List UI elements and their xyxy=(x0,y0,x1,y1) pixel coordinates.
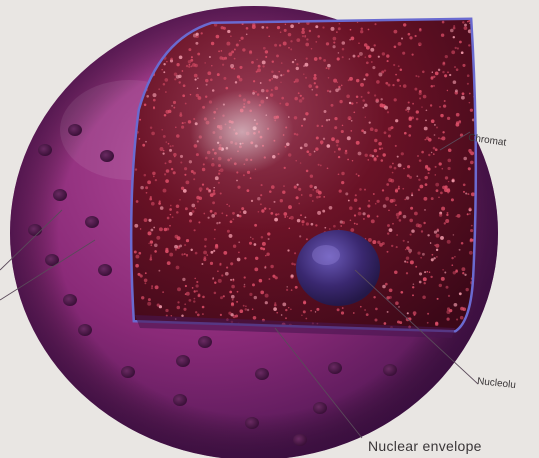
nuclear-pore xyxy=(38,144,52,156)
nucleolus-body xyxy=(296,230,380,306)
label-nuclear-envelope: Nuclear envelope xyxy=(368,438,482,454)
nuclear-pore xyxy=(173,394,187,406)
nuclear-pore xyxy=(98,264,112,276)
nuclear-pore xyxy=(100,150,114,162)
nuclear-pore xyxy=(245,417,259,429)
nuclear-pore xyxy=(176,355,190,367)
nuclear-pore xyxy=(198,336,212,348)
nuclear-pore xyxy=(255,368,269,380)
nuclear-pore xyxy=(28,224,42,236)
nuclear-pore xyxy=(293,434,307,446)
nuclear-pore xyxy=(78,324,92,336)
nuclear-pore xyxy=(53,189,67,201)
nucleolus-highlight xyxy=(312,245,340,265)
nuclear-pore xyxy=(68,124,82,136)
nuclear-pore xyxy=(85,216,99,228)
nuclear-pore xyxy=(313,402,327,414)
nuclear-pore xyxy=(121,366,135,378)
interior-highlight xyxy=(190,90,294,174)
nuclear-pore xyxy=(383,364,397,376)
nuclear-pore xyxy=(63,294,77,306)
nucleolus xyxy=(296,230,380,306)
nuclear-pore xyxy=(328,362,342,374)
